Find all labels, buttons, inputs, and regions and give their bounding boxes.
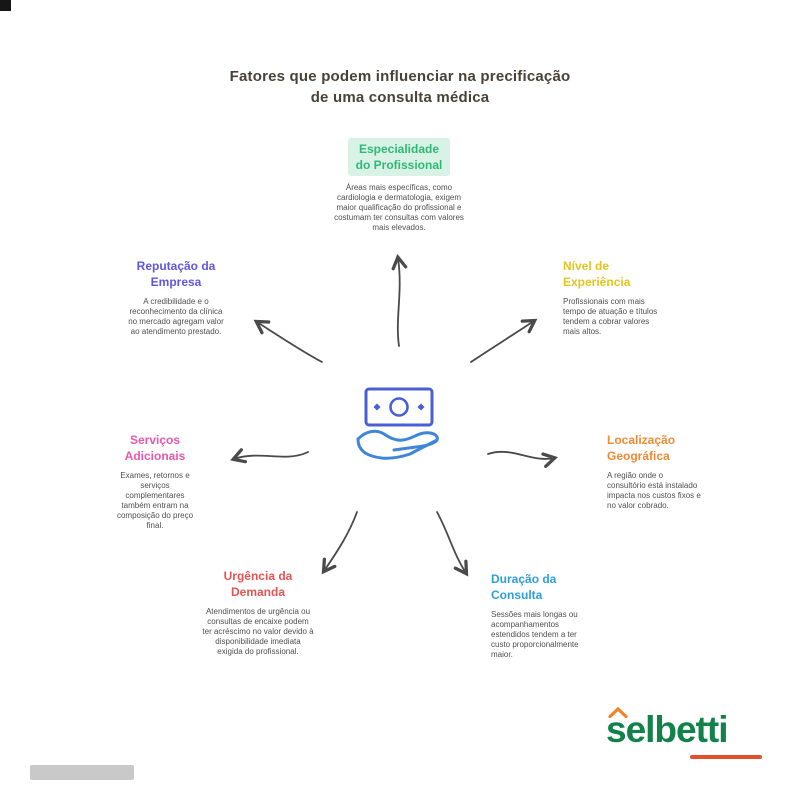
node-heading-line-2: Experiência — [563, 275, 631, 289]
node-heading-line-1: Reputação da — [136, 259, 216, 273]
node-heading-line-2: Consulta — [491, 588, 543, 602]
title-line-1: Fatores que podem influenciar na precifi… — [229, 68, 571, 85]
caption-placeholder — [30, 765, 134, 780]
open-hand-shape — [356, 429, 439, 460]
corner-mark — [0, 0, 11, 11]
node-description: Exames, retornos e serviços complementar… — [116, 471, 194, 530]
node-description: Áreas mais específicas, como cardiologia… — [334, 183, 464, 232]
node-urgencia-demanda: Urgência da Demanda Atendimentos de urgê… — [196, 568, 320, 657]
node-especialidade-profissional: Especialidade do Profissional Áreas mais… — [318, 138, 480, 233]
node-reputacao-empresa: Reputação da Empresa A credibilidade e o… — [116, 258, 236, 337]
node-heading: Duração da Consulta — [491, 571, 599, 603]
node-heading-line-1: Especialidade — [358, 142, 440, 156]
node-heading-line-2: do Profissional — [355, 158, 443, 172]
node-heading: Urgência da Demanda — [196, 568, 320, 600]
node-heading: Localização Geográfica — [607, 432, 709, 464]
arrow-to-top-left — [253, 319, 323, 363]
node-description: A credibilidade e o reconhecimento da cl… — [128, 297, 224, 336]
node-servicos-adicionais: Serviços Adicionais Exames, retornos e s… — [106, 432, 204, 531]
node-description: Profissionais com mais tempo de atuação … — [563, 297, 658, 336]
arrow-to-bottom-left — [321, 511, 358, 575]
arrow-to-left — [230, 448, 309, 464]
infographic-title: Fatores que podem influenciar na precifi… — [0, 66, 800, 108]
arrow-to-bottom-right — [436, 511, 469, 577]
banknote-icon — [364, 387, 434, 427]
node-heading: Nível de Experiência — [563, 258, 675, 290]
node-heading-line-2: Empresa — [150, 275, 202, 289]
node-duracao-consulta: Duração da Consulta Sessões mais longas … — [491, 571, 599, 660]
hand-money-icon — [352, 383, 448, 469]
node-description: A região onde o consultório está instala… — [607, 471, 701, 510]
node-heading: Especialidade do Profissional — [347, 138, 451, 176]
logo-accent-caret-icon — [608, 705, 628, 723]
node-heading-line-2: Adicionais — [124, 449, 186, 463]
arrow-to-top-right — [470, 318, 538, 363]
node-description: Sessões mais longas ou acompanhamentos e… — [491, 610, 579, 659]
node-heading-line-1: Localização — [607, 433, 676, 447]
node-heading-line-1: Urgência da — [223, 569, 293, 583]
node-heading-line-1: Serviços — [129, 433, 181, 447]
node-nivel-experiencia: Nível de Experiência Profissionais com m… — [563, 258, 675, 337]
node-localizacao-geografica: Localização Geográfica A região onde o c… — [607, 432, 709, 511]
node-description: Atendimentos de urgência ou consultas de… — [202, 607, 314, 656]
node-heading: Reputação da Empresa — [116, 258, 236, 290]
node-heading: Serviços Adicionais — [106, 432, 204, 464]
node-heading-line-1: Nível de — [563, 259, 610, 273]
arrow-to-top — [391, 253, 408, 347]
node-heading-line-1: Duração da — [491, 572, 557, 586]
node-heading-line-2: Demanda — [230, 585, 286, 599]
arrow-to-right — [487, 450, 559, 468]
title-line-2: de uma consulta médica — [310, 89, 490, 106]
selbetti-logo: selbetti — [606, 705, 762, 760]
logo-accent-underline — [690, 755, 762, 759]
node-heading-line-2: Geográfica — [607, 449, 670, 463]
